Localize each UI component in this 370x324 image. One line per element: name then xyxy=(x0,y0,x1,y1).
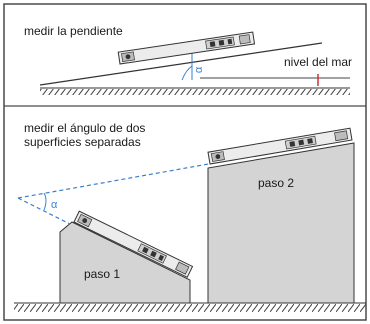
level-step-1 xyxy=(73,210,194,278)
dashed-line-upper xyxy=(17,162,215,199)
sea-level-label: nivel del mar xyxy=(284,55,353,69)
angle-arc-bottom xyxy=(43,192,47,211)
bottom-panel-title-line-1: medir el ángulo de dos xyxy=(24,121,146,135)
step-1-label: paso 1 xyxy=(84,267,121,281)
block-step-2 xyxy=(207,142,355,304)
angle-symbol-bottom: α xyxy=(51,199,58,211)
top-panel-title: medir la pendiente xyxy=(24,24,123,38)
outer-frame xyxy=(3,3,367,321)
dashed-line-lower xyxy=(17,197,71,225)
angle-symbol-top: α xyxy=(193,66,206,74)
step-2-label: paso 2 xyxy=(258,176,295,190)
bottom-panel-title-line-2: superficies separadas xyxy=(24,135,141,149)
angle-arc-top xyxy=(181,65,193,81)
bottom-ground xyxy=(14,302,366,312)
top-ground xyxy=(40,87,350,95)
block-step-1 xyxy=(59,221,191,304)
level-top xyxy=(117,31,256,65)
level-step-2 xyxy=(207,127,353,165)
slope-line xyxy=(39,42,323,86)
